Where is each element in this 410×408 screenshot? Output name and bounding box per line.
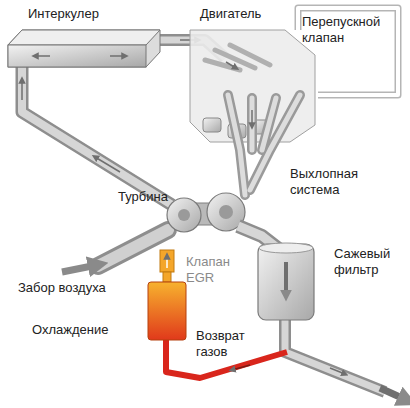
- flow-arrow: [95, 157, 120, 172]
- air-intake-tube: [98, 230, 168, 266]
- intake-manifold: [205, 45, 270, 70]
- part-label: Охлаждение: [32, 322, 142, 338]
- turbine-wheel: [219, 205, 233, 219]
- soot-filter: [258, 244, 314, 320]
- exhaust-out-arrow: [380, 388, 402, 398]
- flow-arrow: [330, 368, 345, 374]
- flow-arrow: [226, 62, 236, 68]
- intercooler-top: [8, 30, 160, 45]
- egr-valve: [160, 250, 174, 272]
- part-label: Перепускной клапан: [302, 14, 394, 46]
- part-label: Интеркулер: [28, 6, 138, 22]
- part-label: Сажевый фильтр: [334, 246, 408, 278]
- flow-arrow: [21, 80, 23, 100]
- engine-block: [190, 30, 315, 142]
- tail-pipe-inner: [285, 318, 385, 392]
- flow-arrow: [110, 55, 125, 57]
- tail-pipe: [285, 318, 385, 392]
- exhaust-manifold-inner: [228, 95, 300, 195]
- air-arrow: [62, 266, 92, 272]
- flow-arrow: [232, 365, 250, 370]
- part-label: Выхлопная система: [290, 166, 372, 198]
- flow-arrow: [251, 110, 253, 126]
- flow-arrow: [166, 256, 168, 268]
- part-label: Клапан EGR: [186, 254, 238, 286]
- egr-neck: [163, 272, 171, 282]
- filter-top: [259, 243, 313, 253]
- piston: [203, 118, 221, 132]
- intercooler-face: [8, 45, 146, 67]
- intercooler-body: [8, 30, 160, 67]
- air-intake-tube-inner: [98, 230, 168, 266]
- exhaust-manifold: [228, 95, 300, 195]
- flow-arrow: [35, 55, 50, 57]
- charge-pipe-inner: [22, 65, 172, 205]
- compressor-wheel: [178, 209, 190, 221]
- part-label: Забор воздуха: [18, 280, 138, 296]
- part-label: Двигатель: [200, 6, 300, 22]
- egr-cooler: [148, 282, 186, 340]
- part-label: Турбина: [118, 189, 188, 205]
- flow-arrow: [284, 262, 288, 292]
- charge-pipe: [22, 65, 172, 205]
- compressor-housing: [167, 198, 201, 232]
- part-label: Возврат газов: [196, 328, 262, 360]
